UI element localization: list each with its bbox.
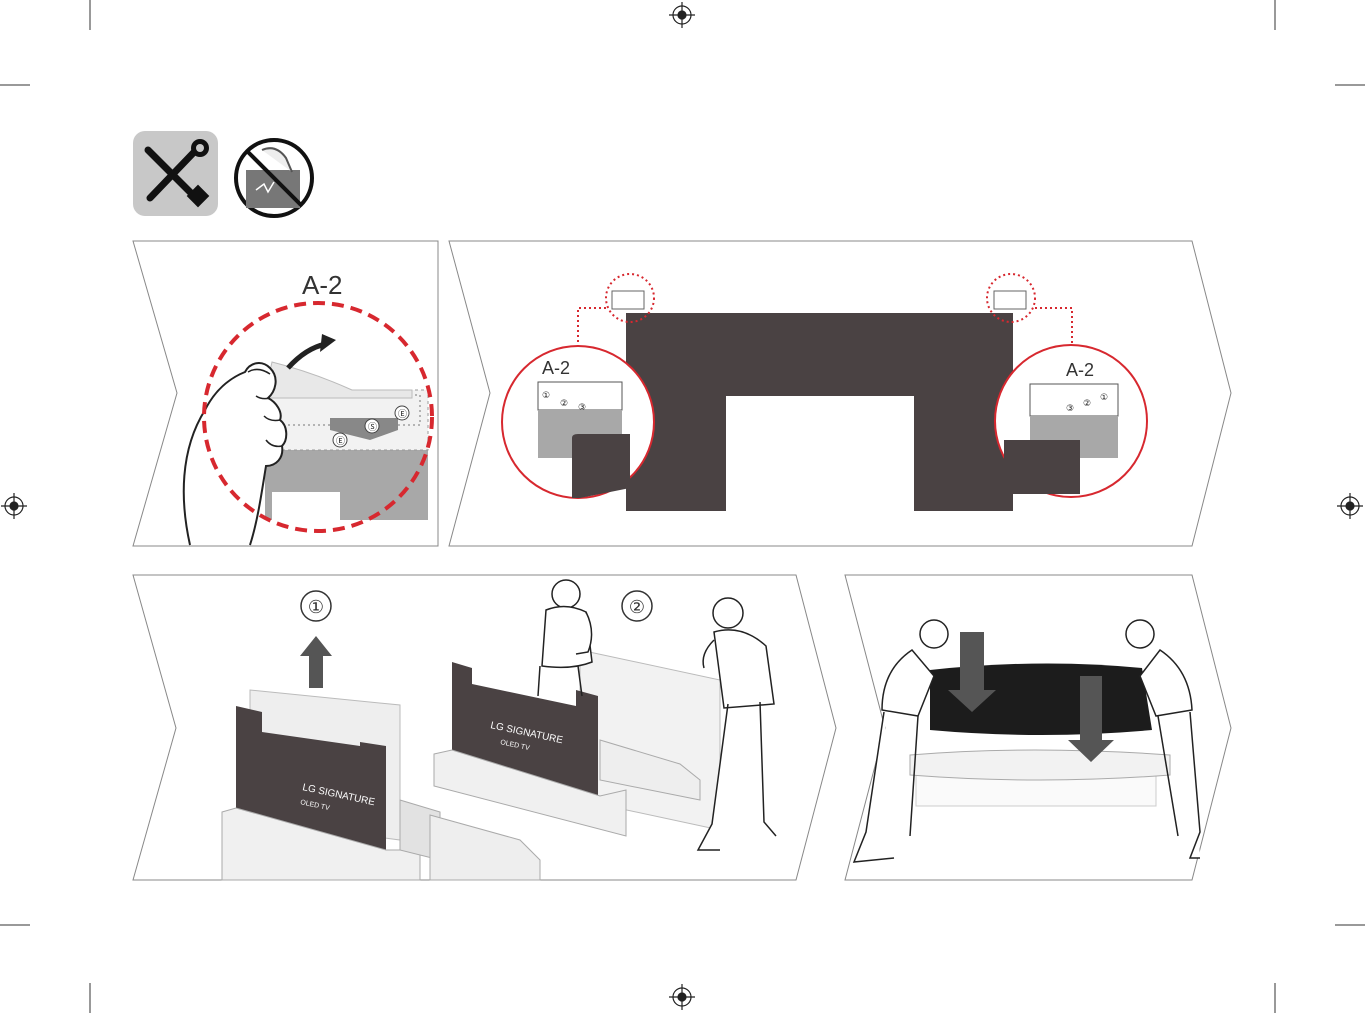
no-touch-screen-icon xyxy=(236,140,312,216)
tape-letter-c: Ⓔ xyxy=(398,409,407,419)
panel-tape-locations: A-2 ① ② ③ A-2 ① ② ③ xyxy=(449,241,1231,546)
callout-label-main: A-2 xyxy=(302,270,342,300)
step-1-number: ① xyxy=(308,597,324,617)
wrench-screwdriver-icon xyxy=(133,131,218,216)
panel-peel-tape: Ⓔ Ⓢ Ⓔ A-2 xyxy=(133,241,438,546)
tape-left-n2: ② xyxy=(560,398,568,408)
callout-label-right: A-2 xyxy=(1066,360,1094,380)
tape-letter-b: Ⓢ xyxy=(368,422,377,432)
callout-label-left: A-2 xyxy=(542,358,570,378)
tape-left-n1: ① xyxy=(542,390,550,400)
tape-letter-a: Ⓔ xyxy=(336,436,345,446)
tape-right-n2: ② xyxy=(1083,398,1091,408)
tape-right-n3: ③ xyxy=(1066,403,1074,413)
panel-unbox-tv: ① ② LG SIGNATURE OLED TV LG SIGNATURE OL… xyxy=(133,575,836,880)
step-2-number: ② xyxy=(629,597,645,617)
panel-lay-tv xyxy=(845,575,1231,880)
tape-right-n1: ① xyxy=(1100,392,1108,402)
tape-left-n3: ③ xyxy=(578,402,586,412)
